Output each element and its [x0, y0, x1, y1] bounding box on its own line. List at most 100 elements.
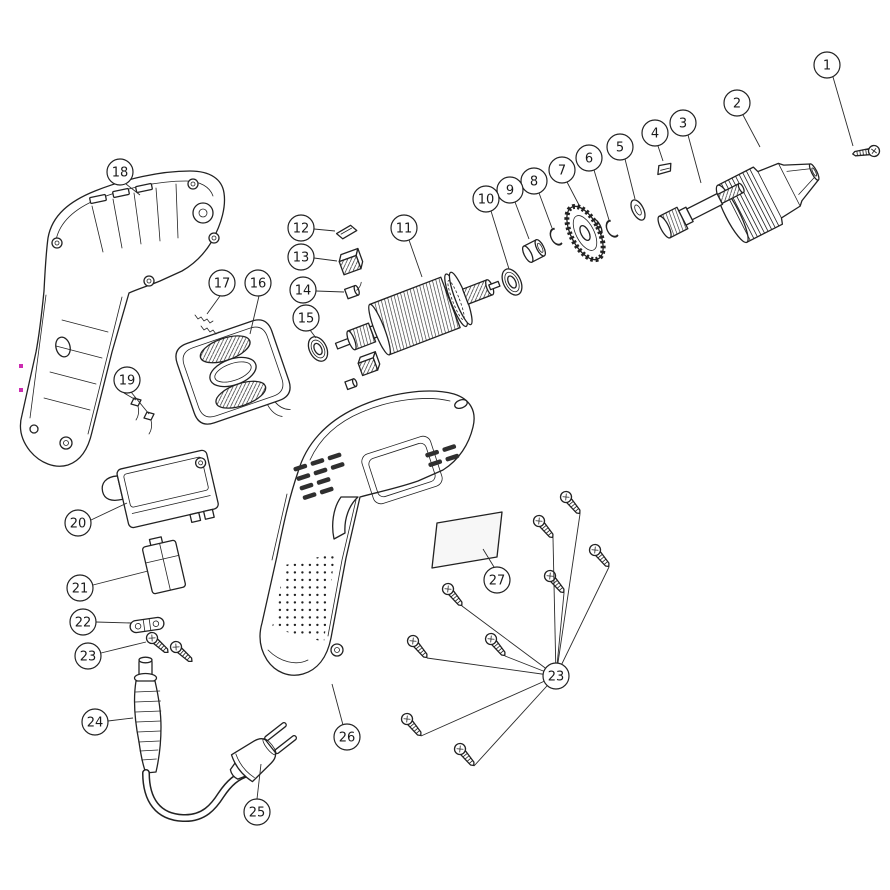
screw-part [557, 488, 585, 518]
leader-line-1 [832, 76, 854, 147]
leader-line-25 [256, 763, 262, 800]
callout-number: 22 [75, 616, 92, 631]
callout-1: 1 [813, 51, 841, 79]
grip-texture [272, 553, 335, 642]
callout-circle [287, 214, 315, 242]
leader-line-11 [408, 239, 423, 278]
leader-line-2 [742, 114, 761, 148]
leader-line-26 [331, 683, 344, 726]
callout-circle [74, 642, 102, 670]
leader-line-21 [92, 570, 149, 586]
callout-number: 7 [558, 164, 566, 179]
trigger-part [332, 496, 359, 540]
leader-line-18 [125, 183, 141, 196]
leader-line-10 [490, 210, 510, 270]
leader-line-23 [420, 675, 557, 737]
screw-part [451, 740, 479, 770]
callout-number: 6 [585, 152, 593, 167]
brush-holder-part [338, 247, 364, 276]
sleeve-part [521, 238, 547, 264]
cord-guard-part [133, 656, 162, 774]
motor-brush-contacts-part [130, 397, 155, 435]
callout-5: 5 [606, 133, 634, 161]
callout-circle [66, 574, 94, 602]
screw-part [439, 580, 467, 610]
callout-10: 10 [472, 185, 500, 213]
screws-right [398, 488, 614, 770]
screw-part [167, 638, 197, 667]
brush-cap-part [335, 224, 358, 240]
screw-part [398, 710, 426, 740]
leader-line-23 [461, 605, 557, 677]
leader-line-15 [309, 329, 317, 339]
callout-circle [483, 566, 511, 594]
callout-circle [69, 608, 97, 636]
callout-circle [669, 109, 697, 137]
callout-number: 26 [339, 731, 356, 746]
callout-circle [287, 243, 315, 271]
carbon-brush-part [344, 378, 358, 391]
key-clip-part [657, 162, 672, 176]
screw-part [482, 630, 510, 660]
callout-8: 8 [520, 167, 548, 195]
callout-7: 7 [548, 156, 576, 184]
leader-line-20 [90, 502, 128, 521]
callout-9: 9 [496, 176, 524, 204]
circlip-part [549, 227, 563, 246]
callout-14: 14 [289, 276, 317, 304]
callout-circle [64, 509, 92, 537]
callout-25: 25 [243, 798, 271, 826]
callout-2: 2 [723, 89, 751, 117]
callout-number: 5 [616, 141, 624, 156]
callout-number: 27 [489, 574, 506, 589]
callout-12: 12 [287, 214, 315, 242]
callout-number: 25 [249, 806, 266, 821]
callout-16: 16 [244, 269, 272, 297]
leader-line-19 [130, 391, 150, 415]
callout-number: 23 [80, 650, 97, 665]
bearing-rear-part [307, 336, 329, 362]
leader-line-23 [555, 513, 581, 677]
leader-line-24 [107, 717, 134, 722]
callout-24: 24 [81, 708, 109, 736]
housing-vents [425, 444, 460, 467]
callout-number: 2 [733, 97, 741, 112]
leader-line-4 [657, 145, 664, 162]
housing-right-part [259, 390, 475, 676]
housing-vents [89, 182, 153, 205]
leader-line-17 [206, 295, 221, 315]
callout-number: 11 [396, 222, 413, 237]
brush-springs-part [194, 314, 220, 335]
color-mark [19, 364, 23, 368]
callout-circle [292, 304, 320, 332]
leader-line-14 [315, 290, 345, 293]
callout-circle [208, 269, 236, 297]
callout-circle [113, 366, 141, 394]
chuck-part [715, 162, 820, 244]
power-cord-part [142, 769, 252, 823]
callout-circle [813, 51, 841, 79]
color-mark [19, 388, 23, 392]
callout-number: 14 [295, 284, 312, 299]
leader-line-23 [555, 566, 610, 677]
callout-23: 23 [74, 642, 102, 670]
leader-line-6 [593, 169, 610, 221]
callout-number: 20 [70, 517, 87, 532]
chuck-screw-part [851, 144, 881, 161]
callout-22: 22 [69, 608, 97, 636]
callout-circle [390, 214, 418, 242]
screw-part [541, 567, 569, 597]
leader-line-5 [624, 158, 636, 200]
callout-circle [542, 662, 570, 690]
leader-line-23 [473, 675, 557, 767]
leader-line-13 [313, 257, 338, 262]
callout-circle [244, 269, 272, 297]
callout-number: 18 [112, 166, 129, 181]
callout-number: 23 [548, 670, 565, 685]
screw-part [143, 629, 173, 658]
stator-part [175, 319, 291, 425]
callout-circle [333, 723, 361, 751]
leader-line-9 [514, 201, 530, 240]
callout-21: 21 [66, 574, 94, 602]
callout-circle [106, 158, 134, 186]
